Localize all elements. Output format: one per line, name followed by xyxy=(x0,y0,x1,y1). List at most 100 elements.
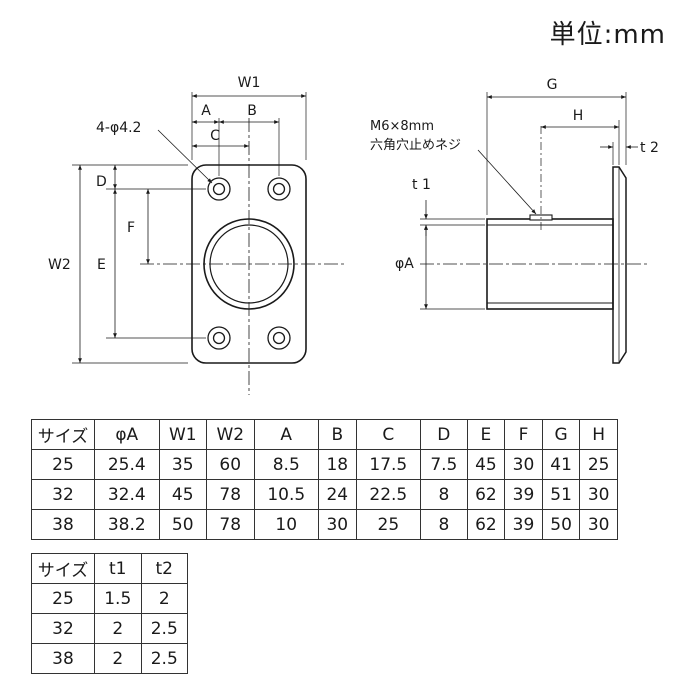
table-cell: 17.5 xyxy=(355,449,422,480)
table-cell: 30 xyxy=(579,509,618,540)
column-header: E xyxy=(466,419,506,450)
column-header: W1 xyxy=(158,419,207,450)
table-cell: 7.5 xyxy=(420,449,468,480)
label-t2: t 2 xyxy=(640,140,659,156)
column-header: A xyxy=(253,419,319,450)
label-a: A xyxy=(201,103,211,119)
table-cell: 30 xyxy=(579,479,618,510)
flange-plate xyxy=(612,166,627,364)
front-view xyxy=(72,92,345,395)
table-cell: 10.5 xyxy=(253,479,319,510)
table-cell: 25 xyxy=(579,449,618,480)
table-cell: 2 xyxy=(94,613,142,644)
label-f: F xyxy=(127,220,135,236)
table-cell: 25 xyxy=(31,449,95,480)
label-w1: W1 xyxy=(238,75,261,91)
screw-leader xyxy=(477,149,537,215)
table-cell: 39 xyxy=(504,479,543,510)
column-header: D xyxy=(420,419,468,450)
table-cell: 62 xyxy=(466,509,506,540)
table-cell: 45 xyxy=(158,479,207,510)
table-cell: 8 xyxy=(420,509,468,540)
side-view xyxy=(420,92,650,364)
technical-drawing: W1 A B C 4-φ4.2 D F W2 E xyxy=(48,75,659,395)
column-header: F xyxy=(504,419,543,450)
label-b: B xyxy=(247,103,257,119)
table-cell: 39 xyxy=(504,509,543,540)
column-header: G xyxy=(541,419,581,450)
label-phia: φA xyxy=(395,256,414,272)
table-cell: 62 xyxy=(466,479,506,510)
mounting-hole-top-right xyxy=(267,177,291,201)
table-cell: 38 xyxy=(31,509,95,540)
table-cell: 32.4 xyxy=(94,479,160,510)
table-cell: 32 xyxy=(31,479,95,510)
table-cell: 51 xyxy=(541,479,581,510)
label-e: E xyxy=(97,257,106,273)
table-cell: 2.5 xyxy=(140,613,188,644)
table-cell: 1.5 xyxy=(94,583,142,614)
label-t1: t 1 xyxy=(412,177,431,193)
label-screw-type: 六角穴止めネジ xyxy=(370,138,461,153)
label-g: G xyxy=(547,77,558,93)
label-d: D xyxy=(96,174,107,190)
table-cell: 78 xyxy=(206,479,255,510)
mounting-hole-bottom-left xyxy=(207,326,231,350)
table-cell: 2 xyxy=(140,583,188,614)
label-hole: 4-φ4.2 xyxy=(96,120,141,136)
column-header: H xyxy=(579,419,618,450)
pipe-outer-circle xyxy=(203,218,295,310)
table-cell: 24 xyxy=(318,479,357,510)
label-w2: W2 xyxy=(48,257,71,273)
column-header: W2 xyxy=(206,419,255,450)
table-cell: 30 xyxy=(504,449,543,480)
table-cell: 78 xyxy=(206,509,255,540)
column-header: C xyxy=(355,419,422,450)
table-cell: 35 xyxy=(158,449,207,480)
table-cell: 2.5 xyxy=(140,643,188,674)
label-screw-size: M6×8mm xyxy=(370,119,434,134)
hole-leader xyxy=(157,129,213,184)
table-cell: 8 xyxy=(420,479,468,510)
table-cell: 8.5 xyxy=(253,449,319,480)
table-cell: 22.5 xyxy=(355,479,422,510)
label-h: H xyxy=(573,108,584,124)
table-cell: 25.4 xyxy=(94,449,160,480)
mounting-hole-top-left xyxy=(207,177,231,201)
table-cell: 50 xyxy=(541,509,581,540)
table-cell: 2 xyxy=(94,643,142,674)
column-header: φA xyxy=(94,419,160,450)
mounting-hole-bottom-right xyxy=(267,326,291,350)
column-header: t2 xyxy=(140,553,188,584)
table-cell: 60 xyxy=(206,449,255,480)
table-cell: 38.2 xyxy=(94,509,160,540)
column-header: サイズ xyxy=(31,553,95,584)
column-header: サイズ xyxy=(31,419,95,450)
table-cell: 50 xyxy=(158,509,207,540)
table-cell: 41 xyxy=(541,449,581,480)
table-cell: 10 xyxy=(253,509,319,540)
label-c: C xyxy=(210,128,220,144)
column-header: t1 xyxy=(94,553,142,584)
table-cell: 38 xyxy=(31,643,95,674)
pipe-inner-circle xyxy=(209,224,289,304)
table-cell: 32 xyxy=(31,613,95,644)
table-cell: 30 xyxy=(318,509,357,540)
column-header: B xyxy=(318,419,357,450)
unit-label: 単位:mm xyxy=(549,20,666,50)
table-cell: 18 xyxy=(318,449,357,480)
table-cell: 25 xyxy=(355,509,422,540)
table-cell: 25 xyxy=(31,583,95,614)
